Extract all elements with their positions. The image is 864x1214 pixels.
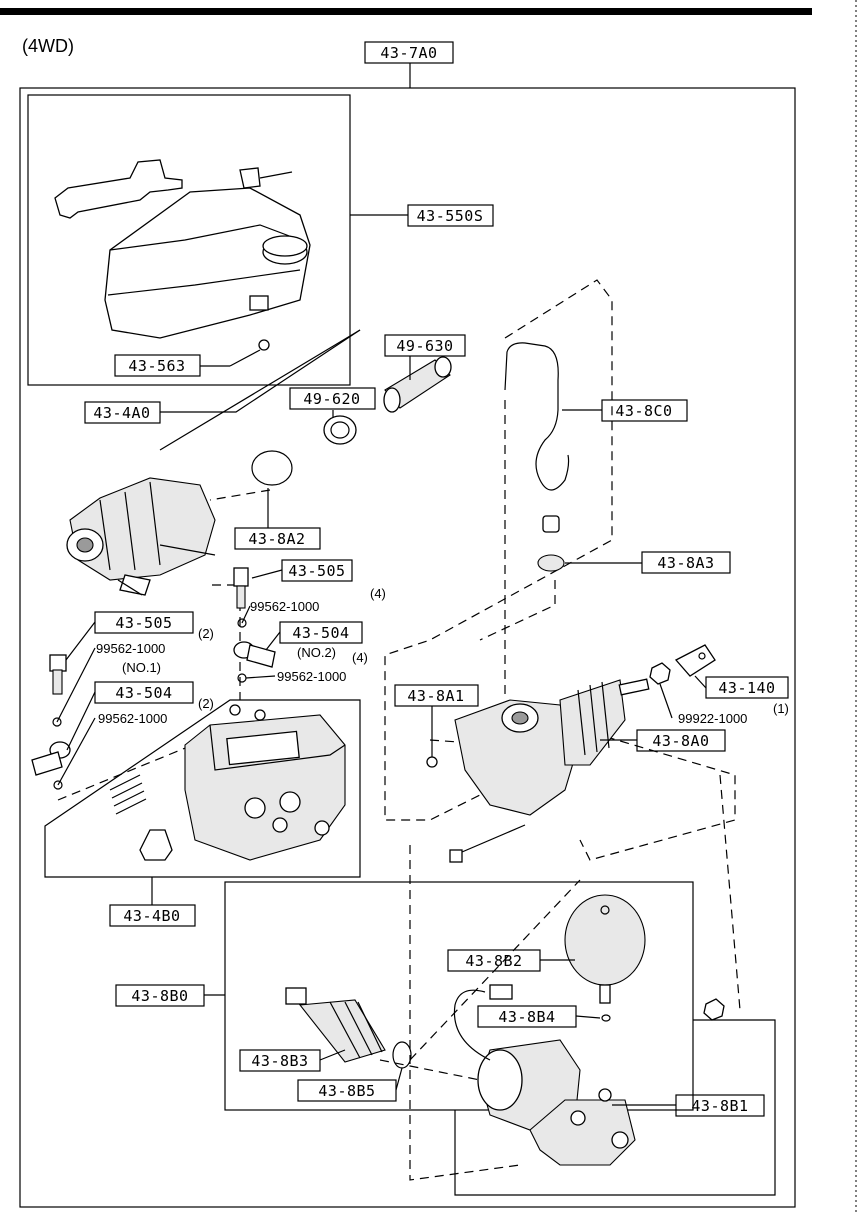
- label-43-505-left: 43-505: [94, 611, 194, 634]
- note-nut: 99922-1000 (1): [678, 701, 789, 726]
- pump-frame: [224, 881, 694, 1111]
- svg-text:43-8A0: 43-8A0: [652, 732, 709, 750]
- label-43-8B3: 43-8B3: [239, 1049, 321, 1072]
- svg-text:43-8A1: 43-8A1: [407, 687, 464, 705]
- note-washer-d-qty: (4): [352, 650, 368, 665]
- reservoir-drawing: [54, 159, 311, 351]
- svg-text:43-4A0: 43-4A0: [93, 404, 150, 422]
- label-43-505-right: 43-505: [281, 559, 353, 582]
- svg-text:99922-1000: 99922-1000: [678, 711, 747, 726]
- note-washer-c: 99562-1000: [98, 711, 167, 726]
- svg-text:43-8B0: 43-8B0: [131, 987, 188, 1005]
- label-43-550S: 43-550S: [407, 204, 494, 227]
- svg-text:43-8B2: 43-8B2: [465, 952, 522, 970]
- svg-text:43-8A2: 43-8A2: [248, 530, 305, 548]
- o-ring-small: [601, 1014, 611, 1022]
- note-washer-b-qty: (2): [198, 696, 214, 711]
- label-43-8A1: 43-8A1: [394, 684, 479, 707]
- note-no2: (NO.2): [297, 645, 336, 660]
- label-43-563: 43-563: [114, 354, 201, 377]
- note-washer-c-qty: (2): [198, 626, 214, 641]
- note-no1: (NO.1): [122, 660, 161, 675]
- label-43-8B4: 43-8B4: [477, 1005, 577, 1028]
- label-43-140: 43-140: [705, 676, 789, 699]
- spring-drawing: [109, 774, 147, 815]
- svg-text:(4): (4): [370, 586, 386, 601]
- hose-fitting-drawing: [383, 356, 452, 413]
- bolt-left-drawing: [49, 654, 67, 695]
- variant-label: (4WD): [22, 36, 74, 56]
- label-43-8B2: 43-8B2: [447, 949, 541, 972]
- valve-block-frame: [44, 699, 361, 878]
- label-43-8C0: 43-8C0: [601, 399, 688, 422]
- label-43-8A3: 43-8A3: [641, 551, 731, 574]
- svg-text:43-504: 43-504: [115, 684, 172, 702]
- svg-text:43-4B0: 43-4B0: [123, 907, 180, 925]
- nut-drawing: [649, 662, 671, 685]
- svg-text:43-8B3: 43-8B3: [251, 1052, 308, 1070]
- label-43-4A0: 43-4A0: [84, 401, 161, 424]
- clip-drawing: [139, 829, 173, 861]
- pump-motor-drawing: [453, 984, 636, 1166]
- pipe-drawing: [504, 342, 570, 491]
- accumulator-drawing: [564, 894, 646, 1004]
- svg-text:43-140: 43-140: [718, 679, 775, 697]
- label-43-8B0: 43-8B0: [115, 984, 205, 1007]
- svg-text:43-8B5: 43-8B5: [318, 1082, 375, 1100]
- o-ring-large: [251, 450, 293, 486]
- svg-text:43-505: 43-505: [115, 614, 172, 632]
- main-assembly-frame: [19, 87, 796, 1208]
- svg-text:43-550S: 43-550S: [417, 207, 484, 225]
- note-washer-d: 99562-1000: [277, 669, 346, 684]
- union-left-drawing: [31, 741, 71, 776]
- clevis-drawing: [674, 644, 716, 677]
- svg-text:(1): (1): [773, 701, 789, 716]
- bolt-right-drawing: [233, 567, 249, 609]
- label-43-504-right: 43-504: [279, 621, 363, 644]
- svg-text:43-7A0: 43-7A0: [380, 44, 437, 62]
- nut-small-drawing: [703, 998, 725, 1021]
- svg-text:99562-1000: 99562-1000: [250, 599, 319, 614]
- note-washer-b: 99562-1000: [96, 641, 165, 656]
- svg-text:43-8B4: 43-8B4: [498, 1008, 555, 1026]
- cap-drawing: [542, 515, 560, 533]
- hydraulic-unit-drawing: [66, 477, 216, 596]
- svg-text:43-8C0: 43-8C0: [615, 402, 672, 420]
- svg-text:43-504: 43-504: [292, 624, 349, 642]
- svg-text:43-8B1: 43-8B1: [691, 1097, 748, 1115]
- grommet-drawing: [537, 554, 565, 572]
- reservoir-frame: [27, 94, 351, 386]
- label-43-7A0: 43-7A0: [364, 41, 454, 64]
- label-43-504-left: 43-504: [94, 681, 194, 704]
- svg-text:43-563: 43-563: [128, 357, 185, 375]
- sensor-drawing: [285, 987, 386, 1063]
- svg-text:43-8A3: 43-8A3: [657, 554, 714, 572]
- label-43-8B1: 43-8B1: [675, 1094, 765, 1117]
- label-43-8A2: 43-8A2: [234, 527, 321, 550]
- fitting-ring-drawing: [323, 415, 357, 445]
- valve-block-drawing: [184, 704, 346, 861]
- master-cylinder-drawing: [426, 678, 650, 863]
- note-washer-a: 99562-1000 (4): [250, 586, 386, 614]
- label-49-630: 49-630: [384, 334, 466, 357]
- top-rule: [0, 8, 812, 15]
- label-43-8B5: 43-8B5: [297, 1079, 397, 1102]
- label-49-620: 49-620: [289, 387, 376, 410]
- svg-text:43-505: 43-505: [288, 562, 345, 580]
- label-43-8A0: 43-8A0: [636, 729, 726, 752]
- label-43-4B0: 43-4B0: [109, 904, 196, 927]
- svg-text:49-620: 49-620: [303, 390, 360, 408]
- svg-text:49-630: 49-630: [396, 337, 453, 355]
- union-right-drawing: [233, 641, 276, 668]
